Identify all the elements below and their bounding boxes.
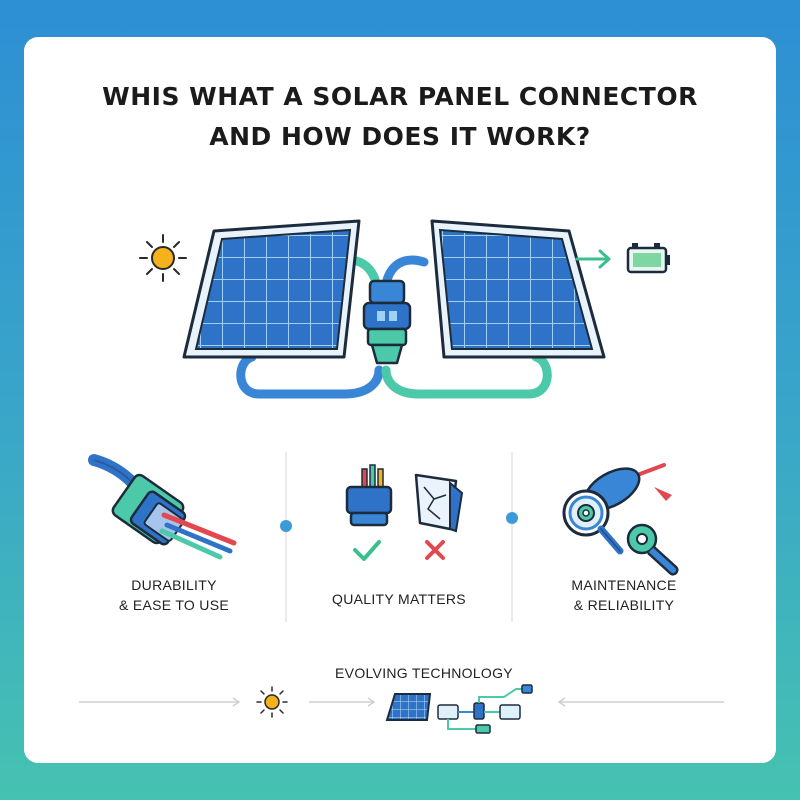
- solar-panel-left: [182, 219, 361, 359]
- connector-icon: [362, 279, 412, 365]
- feature-durability-line1: DURABILITY: [131, 577, 217, 593]
- gear-icon: [577, 504, 595, 522]
- feature-durability: DURABILITY & EASE TO USE: [74, 575, 274, 615]
- feature-maintenance-line2: & RELIABILITY: [573, 597, 675, 613]
- feature-maintenance: MAINTENANCE & RELIABILITY: [524, 575, 724, 615]
- damaged-panel-icon: [414, 473, 464, 533]
- feature-maintenance-line1: MAINTENANCE: [571, 577, 677, 593]
- timeline: [79, 697, 724, 707]
- sun-icon: [139, 234, 187, 282]
- timeline-system-icon: [385, 684, 533, 734]
- wrench-icon: [626, 523, 679, 576]
- divider-dot-right: [506, 512, 518, 524]
- feature-quality-line1: QUALITY MATTERS: [332, 591, 466, 607]
- feature-durability-line2: & EASE TO USE: [119, 597, 229, 613]
- battery-icon: [626, 243, 670, 274]
- quality-connector-icon: [345, 464, 393, 527]
- cable-connector-icon: [88, 454, 237, 560]
- title-line-2: AND HOW DOES IT WORK?: [209, 122, 591, 151]
- solar-panel-right: [430, 219, 606, 359]
- feature-quality: QUALITY MATTERS: [299, 589, 499, 609]
- divider-dot-left: [280, 520, 292, 532]
- title-line-1: WHIS WHAT A SOLAR PANEL CONNECTOR: [102, 82, 698, 111]
- check-icon: [353, 540, 381, 561]
- arrow-right-icon: [575, 249, 611, 269]
- hero-diagram: [79, 219, 724, 734]
- timeline-sun-icon: [256, 686, 288, 718]
- page-title: WHIS WHAT A SOLAR PANEL CONNECTOR AND HO…: [24, 77, 776, 157]
- cross-icon: [425, 540, 445, 560]
- timeline-label: EVOLVING TECHNOLOGY: [335, 665, 513, 681]
- info-card: WHIS WHAT A SOLAR PANEL CONNECTOR AND HO…: [24, 37, 776, 763]
